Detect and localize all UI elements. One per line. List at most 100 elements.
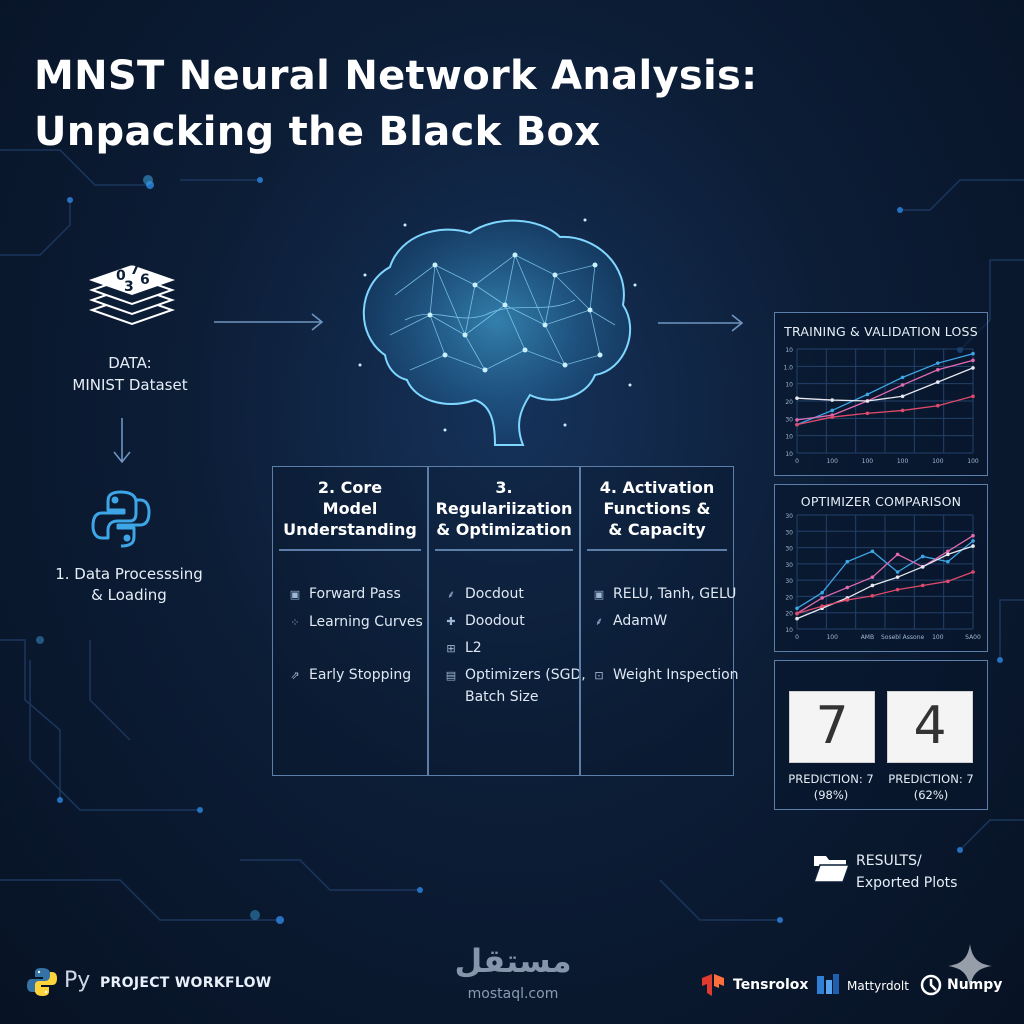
data-point xyxy=(845,598,850,602)
data-point xyxy=(971,394,975,399)
data-point xyxy=(971,351,975,356)
optimizer-chart-title: OPTIMIZER COMPARISON xyxy=(800,494,962,509)
early-stopping-icon: ⇗ xyxy=(290,669,300,682)
list-item: ⁘ Learning Curves xyxy=(287,611,423,634)
y-tick-label: 30 xyxy=(785,529,793,536)
arrow-head-2 xyxy=(731,314,744,332)
data-point xyxy=(895,552,900,557)
data-point xyxy=(920,554,925,559)
y-tick-label: 1.0 xyxy=(783,364,793,371)
data-point xyxy=(845,559,850,564)
series-line xyxy=(796,395,974,426)
data-point xyxy=(820,596,824,600)
data-point xyxy=(936,361,940,365)
item-text: Doodout xyxy=(465,613,525,629)
x-tick-label: 100 xyxy=(862,458,874,465)
data-point xyxy=(895,575,900,579)
forward-pass-icon: ▣ xyxy=(289,588,301,601)
step1-label: 1. Data Processsing & Loading xyxy=(34,564,224,606)
data-point xyxy=(870,549,875,554)
data-point xyxy=(795,396,799,400)
data-point xyxy=(946,549,950,554)
item-text: Early Stopping xyxy=(309,667,412,683)
data-point xyxy=(795,611,799,616)
series-line xyxy=(796,353,974,426)
column-header: 4. Activation Functions & & Capacity xyxy=(581,477,733,540)
x-tick-label: 100 xyxy=(897,458,909,465)
x-tick-label: 0 xyxy=(795,634,799,641)
data-point xyxy=(936,368,940,372)
data-point xyxy=(936,403,940,408)
data-point xyxy=(920,583,925,588)
y-tick-label: 10 xyxy=(785,347,793,354)
column-regularization: 3. Regulariization & Optimization ⸙Docdo… xyxy=(429,467,586,775)
item-text: AdamW xyxy=(613,613,668,629)
python-logo-icon xyxy=(91,490,151,548)
footer-py-text: Py xyxy=(64,968,91,993)
series-line xyxy=(796,535,974,615)
item-text: Weight Inspection xyxy=(613,667,739,683)
series-line xyxy=(796,571,974,615)
data-label-line2: MINIST Dataset xyxy=(72,376,188,394)
results-label: RESULTS/ Exported Plots xyxy=(856,850,957,894)
digit-7: 7 xyxy=(130,262,140,278)
data-point xyxy=(895,570,900,574)
data-point xyxy=(870,594,875,598)
data-point xyxy=(971,366,975,370)
item-text: Optimizers (SGD, xyxy=(465,667,586,683)
prediction-text: PREDICTION: 7 xyxy=(888,772,974,786)
item-text: Learning Curves xyxy=(309,614,423,630)
data-point xyxy=(795,616,799,621)
y-tick-label: 20 xyxy=(785,594,793,601)
data-point xyxy=(820,590,824,595)
stacked-digits-icon: 0 7 3 6 xyxy=(88,262,176,326)
x-tick-label: 100 xyxy=(932,634,944,641)
data-point xyxy=(900,383,905,387)
y-tick-label: 20 xyxy=(785,399,793,406)
digit-image-1: 7 xyxy=(789,691,875,763)
item-text: Batch Size xyxy=(465,689,539,705)
item-text: RELU, Tanh, GELU xyxy=(613,586,737,602)
data-node-label: DATA: MINIST Dataset xyxy=(40,352,220,396)
results-line1: RESULTS/ xyxy=(856,853,922,869)
data-point xyxy=(971,533,975,538)
column-divider xyxy=(579,467,581,775)
learning-curves-icon: ⁘ xyxy=(290,616,300,629)
tensorflow-label: Tensrolox xyxy=(733,977,809,993)
python-footer-logo-icon xyxy=(27,968,57,996)
data-point xyxy=(946,552,950,557)
header-line: 2. Core xyxy=(317,478,383,497)
column-divider xyxy=(427,467,429,775)
data-point xyxy=(865,399,870,403)
column-rule xyxy=(587,549,727,551)
data-point xyxy=(795,422,799,427)
data-point xyxy=(946,559,950,564)
digit-0: 0 xyxy=(116,268,126,284)
header-line: Understanding xyxy=(283,520,417,539)
x-tick-label: 100 xyxy=(826,634,838,641)
l2-icon: ⊞ xyxy=(446,642,456,655)
prediction-text: PREDICTION: 7 xyxy=(788,772,874,786)
list-item: ⊡Weight Inspection xyxy=(591,664,739,687)
data-point xyxy=(795,418,799,422)
data-label-line1: DATA: xyxy=(108,354,152,372)
x-tick-label: AMB xyxy=(861,634,874,641)
y-tick-label: 30 xyxy=(785,578,793,585)
arrow-head-1 xyxy=(311,313,324,331)
data-point xyxy=(946,579,950,584)
list-item: ▣Forward Pass xyxy=(287,583,401,606)
prediction-confidence: (98%) xyxy=(813,788,849,802)
data-point xyxy=(895,587,900,592)
dropout-icon: ⸙ xyxy=(446,588,456,601)
list-item: ⇗ Early Stopping xyxy=(287,664,411,687)
data-point xyxy=(870,575,875,579)
numpy-logo-icon xyxy=(920,974,942,996)
data-point xyxy=(920,565,925,569)
data-point xyxy=(870,583,875,588)
column-header: 3. Regulariization & Optimization xyxy=(429,477,579,540)
data-point xyxy=(971,358,975,363)
header-line: 4. Activation xyxy=(599,478,715,497)
optimizer-icon: ▤ xyxy=(445,669,457,682)
y-tick-label: 10 xyxy=(785,434,793,441)
